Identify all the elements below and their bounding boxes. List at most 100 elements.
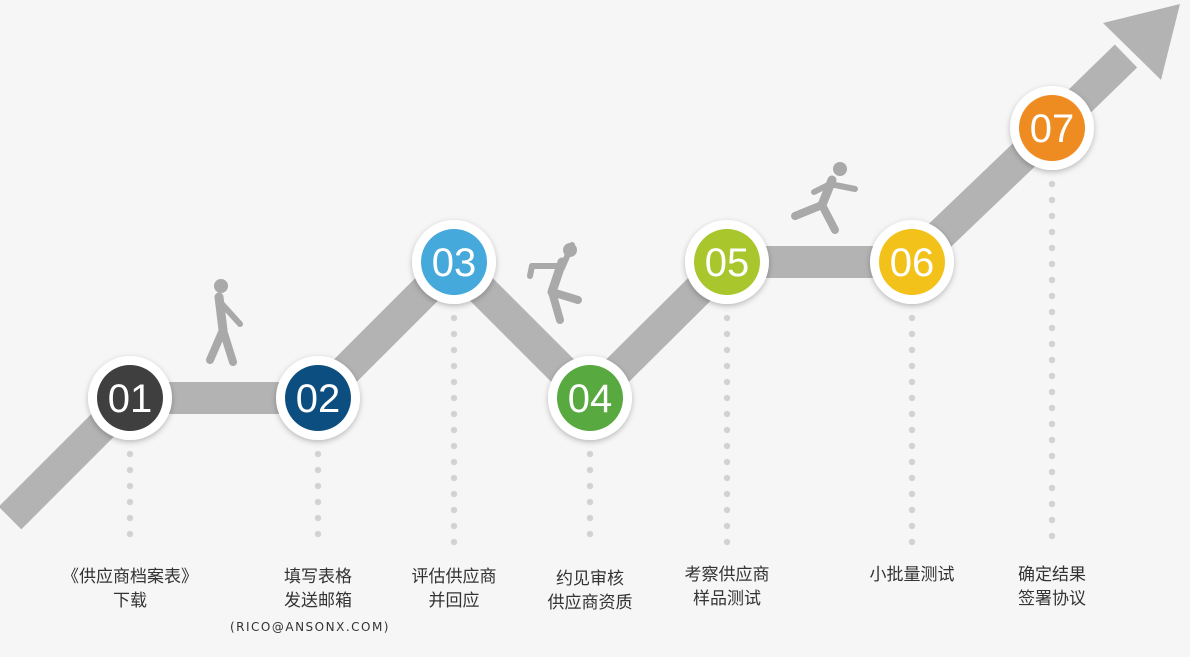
- connector-dot: [1048, 436, 1056, 444]
- step-number: 03: [432, 241, 477, 285]
- email-note: (RICO@ANSONX.COM): [229, 620, 390, 634]
- connector-dot: [1048, 228, 1056, 236]
- connector-dot: [908, 394, 916, 402]
- step-label-line: 供应商资质: [547, 593, 633, 613]
- connector-dot: [908, 426, 916, 434]
- step-number: 07: [1030, 107, 1075, 151]
- connector-dot: [723, 330, 731, 338]
- connector-dot: [723, 458, 731, 466]
- connector-dot: [586, 450, 594, 458]
- step-number: 02: [296, 377, 341, 421]
- connector-dot: [1048, 388, 1056, 396]
- connector-dot: [450, 538, 458, 546]
- connector-dot: [1048, 532, 1056, 540]
- step-number: 04: [568, 377, 613, 421]
- step-label-line: 填写表格: [284, 567, 352, 587]
- connector-dot: [908, 522, 916, 530]
- connector-dot: [126, 482, 134, 490]
- jumping-person-icon: [527, 242, 582, 324]
- connector-dot: [723, 426, 731, 434]
- connector-dot: [723, 410, 731, 418]
- step-label-line: 下载: [113, 591, 147, 611]
- step-label-line: 确定结果: [1018, 565, 1086, 585]
- connector-dot: [723, 442, 731, 450]
- connector-dot: [723, 474, 731, 482]
- connector-dot: [1048, 212, 1056, 220]
- connector-dot: [450, 410, 458, 418]
- step-node-fill: [285, 365, 351, 431]
- connector-dot: [723, 394, 731, 402]
- connector-dot: [314, 498, 322, 506]
- connector-dot: [126, 466, 134, 474]
- step-number: 06: [890, 241, 935, 285]
- step-node-fill: [557, 365, 623, 431]
- connector-dot: [126, 498, 134, 506]
- step-node-05: 05: [685, 220, 769, 304]
- connector-dot: [908, 442, 916, 450]
- connector-dot: [1048, 452, 1056, 460]
- connector-dot: [908, 458, 916, 466]
- connector-dot: [314, 466, 322, 474]
- step-label-line: 样品测试: [693, 589, 761, 609]
- connector-dot: [1048, 404, 1056, 412]
- step-node-02: 02: [276, 356, 360, 440]
- step-node-fill: [97, 365, 163, 431]
- step-label-line: 签署协议: [1018, 589, 1086, 609]
- connector-dot: [314, 514, 322, 522]
- running-person-icon: [791, 162, 858, 234]
- connector-dot: [1048, 308, 1056, 316]
- connector-dot: [908, 378, 916, 386]
- step-label-line: 小批量测试: [869, 565, 955, 585]
- connector-dot: [586, 466, 594, 474]
- connector-dot: [1048, 260, 1056, 268]
- connector-dot: [723, 506, 731, 514]
- step-label-line: 发送邮箱: [284, 591, 352, 611]
- connector-dot: [450, 506, 458, 514]
- connector-dot: [1048, 372, 1056, 380]
- step-label-04: 约见审核供应商资质: [505, 567, 675, 615]
- connector-dot: [1048, 180, 1056, 188]
- connector-dot: [1048, 292, 1056, 300]
- connector-dot: [586, 482, 594, 490]
- connector-dot: [908, 330, 916, 338]
- connector-dot: [450, 362, 458, 370]
- step-label-01: 《供应商档案表》下载: [45, 565, 215, 613]
- step-label-line: 并回应: [428, 591, 480, 611]
- connector-dot: [586, 530, 594, 538]
- step-label-line: 约见审核: [556, 569, 624, 589]
- connector-dot: [450, 442, 458, 450]
- connector-dot: [450, 490, 458, 498]
- connector-dot: [126, 514, 134, 522]
- arrow-head-icon: [1103, 4, 1180, 80]
- step-label-03: 评估供应商并回应: [369, 565, 539, 613]
- connector-dot: [908, 346, 916, 354]
- connector-dot: [723, 538, 731, 546]
- connector-dot: [126, 450, 134, 458]
- connector-dot: [1048, 484, 1056, 492]
- step-node-03: 03: [412, 220, 496, 304]
- connector-dot: [450, 458, 458, 466]
- connector-dot: [908, 362, 916, 370]
- connector-dot: [450, 474, 458, 482]
- connector-dot: [1048, 276, 1056, 284]
- connector-dot: [1048, 196, 1056, 204]
- connector-dot: [314, 482, 322, 490]
- step-number: 01: [108, 377, 153, 421]
- walking-person-icon: [206, 279, 243, 366]
- connector-dots: [126, 180, 1056, 546]
- connector-dot: [450, 330, 458, 338]
- step-node-06: 06: [870, 220, 954, 304]
- connector-dot: [314, 450, 322, 458]
- connector-dot: [908, 410, 916, 418]
- step-label-line: 考察供应商: [684, 565, 770, 585]
- connector-dot: [723, 490, 731, 498]
- step-number: 05: [705, 241, 750, 285]
- connector-dot: [1048, 244, 1056, 252]
- step-node-04: 04: [548, 356, 632, 440]
- connector-dot: [1048, 516, 1056, 524]
- connector-dot: [450, 378, 458, 386]
- connector-dot: [723, 314, 731, 322]
- connector-dot: [586, 514, 594, 522]
- step-node-01: 01: [88, 356, 172, 440]
